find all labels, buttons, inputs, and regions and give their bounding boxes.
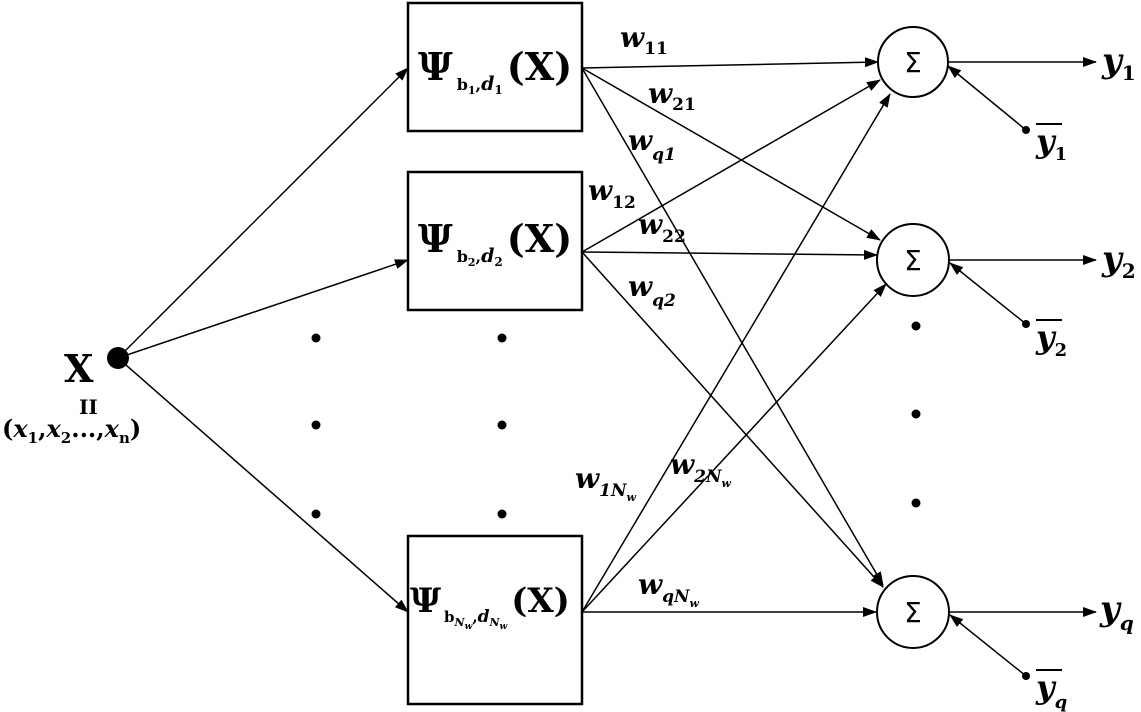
edge-target1-to-sum1 (947, 65, 1027, 131)
edge-wq2 (581, 251, 884, 588)
weight-label-w11: w11 (620, 21, 668, 59)
output-label-yq: yq (1099, 589, 1134, 635)
svg-text:Σ: Σ (904, 596, 922, 629)
edge-w1nw (581, 93, 891, 613)
edge-input-to-wavelon-2 (117, 259, 409, 359)
edge-input-to-wavelon-nw (117, 357, 409, 613)
output-label-y1: y1 (1101, 41, 1136, 85)
weight-label-wqnw: wqNw (638, 568, 700, 610)
ellipsis-dot-right-2 (911, 409, 921, 419)
weight-label-w21: w21 (648, 77, 696, 115)
edge-targetq-to-sumq (949, 614, 1027, 677)
svg-text:yq: yq (1035, 668, 1067, 712)
ellipsis-dot-mid-3 (497, 509, 507, 519)
output-label-y2: y2 (1101, 239, 1136, 283)
weight-label-w22: w22 (638, 208, 686, 247)
edge-wq1 (581, 67, 884, 586)
input-vector-label: X (64, 346, 94, 391)
svg-text:Ψb1,d1(X): Ψb1,d1(X) (418, 44, 572, 97)
ellipsis-dot-right-3 (911, 498, 921, 508)
ellipsis-dot-mid-2 (497, 420, 507, 430)
weight-label-w2nw: w2Nw (670, 448, 731, 490)
edge-w11 (581, 57, 879, 69)
weight-label-w12: w12 (588, 174, 636, 213)
edge-target2-to-sum2 (949, 262, 1027, 325)
edge-w12 (581, 79, 881, 253)
summing-node-2: Σ (876, 223, 950, 297)
svg-text:y1: y1 (1035, 122, 1067, 165)
weight-label-w1nw: w1Nw (575, 462, 636, 504)
edge-w21 (581, 67, 881, 241)
svg-text:Σ: Σ (904, 46, 922, 79)
ellipsis-dot-left-1 (311, 333, 321, 343)
edge-input-to-wavelon-1 (117, 67, 409, 359)
ellipsis-dot-right-1 (911, 321, 921, 331)
edge-w2nw (581, 283, 887, 613)
svg-text:y2: y2 (1035, 318, 1067, 361)
edge-w22 (581, 249, 878, 260)
ellipsis-dot-mid-1 (497, 333, 507, 343)
input-node-dot (107, 347, 129, 369)
summing-node-q: Σ (876, 575, 950, 649)
svg-text:Σ: Σ (904, 244, 922, 277)
ellipsis-dot-left-2 (311, 420, 321, 430)
weight-label-wq1: wq1 (628, 124, 676, 165)
svg-text:Ψb2,d2(X): Ψb2,d2(X) (418, 216, 572, 269)
input-separator-mark: II (79, 395, 98, 419)
ellipsis-dot-left-3 (311, 509, 321, 519)
input-components-label: (x1,x2...,xn) (2, 414, 141, 447)
target-node-q: yq (1022, 668, 1067, 712)
summing-node-1: Σ (877, 26, 949, 98)
target-node-2: y2 (1022, 318, 1067, 361)
target-node-1: y1 (1022, 122, 1067, 165)
weight-label-wq2: wq2 (628, 270, 676, 311)
